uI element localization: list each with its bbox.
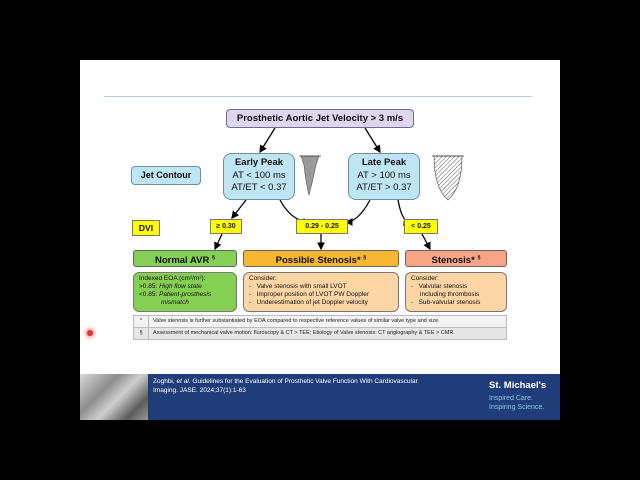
normal-detail-line: >0.85: High flow state [139, 283, 202, 290]
possible-stenosis-mark: § [363, 255, 367, 261]
early-peak-contour-shape [300, 155, 320, 197]
citation: Zoghbi, et al. Guidelines for the Evalua… [153, 378, 418, 394]
possible-consider-heading: Consider: [249, 275, 277, 282]
laser-pointer [87, 330, 93, 336]
normal-detail-line: Indexed EOA (cm²/m²): [139, 275, 206, 282]
footnote-mark: § [134, 328, 149, 339]
early-peak-title: Early Peak [234, 157, 284, 168]
late-peak-title: Late Peak [361, 157, 407, 168]
arrow-late-possible [344, 199, 371, 226]
footnote-row: * Valve stenosis is further substantiate… [133, 315, 507, 328]
late-peak-contour-shape [433, 155, 463, 201]
arrow-to-late [364, 127, 381, 154]
hospital-tagline: Inspired Care. Inspiring Science. [489, 395, 545, 411]
footnote-row: § Assessment of mechanical valve motion:… [133, 328, 507, 340]
footnote-text: Assessment of mechanical valve motion: f… [153, 330, 455, 336]
title-divider [104, 96, 532, 97]
normal-details: Indexed EOA (cm²/m²): >0.85: High flow s… [133, 272, 237, 312]
early-peak-at: AT < 100 ms [232, 169, 286, 181]
stenosis-details: Consider: - Valvular stenosis including … [405, 272, 507, 312]
early-peak-box: Early Peak AT < 100 ms AT/ET < 0.37 [223, 153, 295, 200]
early-peak-atet: AT/ET < 0.37 [231, 182, 287, 193]
footnote-mark: * [134, 316, 149, 327]
slide-footer: Zoghbi, et al. Guidelines for the Evalua… [80, 374, 560, 420]
stenosis-box: Stenosis* § [405, 250, 507, 267]
stenosis-consider-heading: Consider: [411, 275, 439, 282]
dvi-threshold-stenosis: < 0.25 [404, 219, 438, 234]
hospital-brand: St. Michael's [489, 380, 547, 391]
list-item: - Valve stenosis with small LVOT [249, 283, 347, 290]
stenosis-label: Stenosis* [431, 255, 475, 267]
arrow-early-normal [231, 199, 247, 220]
late-peak-atet: AT/ET > 0.37 [356, 182, 412, 193]
dvi-threshold-normal: ≥ 0.30 [210, 219, 242, 234]
jet-velocity-title: Prosthetic Aortic Jet Velocity > 3 m/s [226, 109, 414, 128]
arrow-to-early [259, 127, 276, 154]
late-peak-box: Late Peak AT > 100 ms AT/ET > 0.37 [348, 153, 420, 200]
possible-stenosis-label: Possible Stenosis* [275, 255, 361, 267]
stenosis-mark: § [477, 255, 481, 261]
normal-detail-line: mismatch [161, 299, 189, 306]
footnotes-table: * Valve stenosis is further substantiate… [133, 315, 507, 340]
normal-avr-box: Normal AVR § [133, 250, 237, 267]
arrow-thr3-stenosis [421, 233, 431, 251]
arrow-thr1-normal [214, 233, 223, 251]
slide: Prosthetic Aortic Jet Velocity > 3 m/s J… [80, 60, 560, 420]
list-item: - Sub-valvular stenosis [411, 299, 481, 306]
list-item: - Valvular stenosis [411, 283, 468, 290]
normal-avr-mark: § [211, 255, 216, 261]
possible-stenosis-box: Possible Stenosis* § [243, 250, 399, 267]
list-item: - Underestimation of jet Doppler velocit… [249, 299, 368, 306]
normal-detail-line: <0.85: Patient-prosthesis [139, 291, 212, 298]
footnote-text: Valve stenosis is further substantiated … [153, 318, 440, 324]
late-peak-at: AT > 100 ms [357, 169, 411, 181]
statue-image [80, 374, 148, 420]
jet-contour-label: Jet Contour [131, 166, 201, 185]
dvi-label: DVI [132, 220, 160, 236]
list-item: including thrombosis [418, 291, 480, 298]
list-item: - Improper position of LVOT PW Doppler [249, 291, 370, 298]
flow-arrows [214, 127, 464, 251]
dvi-threshold-possible: 0.29 - 0.25 [296, 219, 348, 234]
normal-avr-label: Normal AVR [154, 255, 210, 267]
possible-details: Consider: - Valve stenosis with small LV… [243, 272, 399, 312]
